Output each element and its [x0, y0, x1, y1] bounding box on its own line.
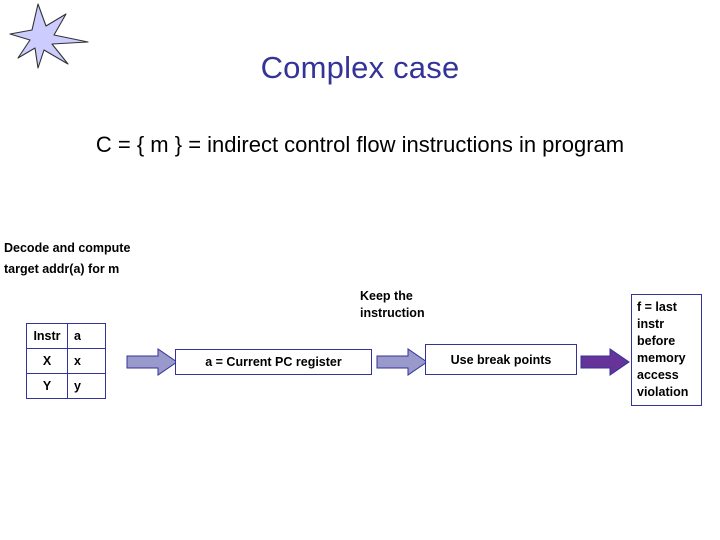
right-arrow-icon — [126, 348, 178, 381]
right-arrow-icon — [376, 348, 428, 381]
break-points-box: Use break points — [425, 344, 577, 375]
instruction-table: Instr a X x Y y — [26, 323, 106, 399]
keep-instruction-caption: Keep the instruction — [360, 289, 425, 320]
table-cell-instr: X — [26, 348, 68, 374]
table-cell-instr: Y — [26, 373, 68, 399]
right-arrow-icon — [580, 348, 630, 381]
star-icon — [8, 2, 98, 72]
table-header-a: a — [67, 323, 106, 349]
table-row: X x — [26, 348, 106, 374]
table-row: Y y — [26, 373, 106, 399]
decode-caption: Decode and compute target addr(a) for m — [4, 241, 131, 276]
table-header-instr: Instr — [26, 323, 68, 349]
page-title: Complex case — [260, 50, 460, 85]
memory-violation-note-box: f = last instr before memory access viol… — [631, 294, 702, 406]
table-cell-a: x — [67, 348, 106, 374]
table-cell-a: y — [67, 373, 106, 399]
pc-register-box: a = Current PC register — [175, 349, 372, 375]
table-header-row: Instr a — [26, 323, 106, 349]
subtitle: C = { m } = indirect control flow instru… — [95, 132, 625, 157]
